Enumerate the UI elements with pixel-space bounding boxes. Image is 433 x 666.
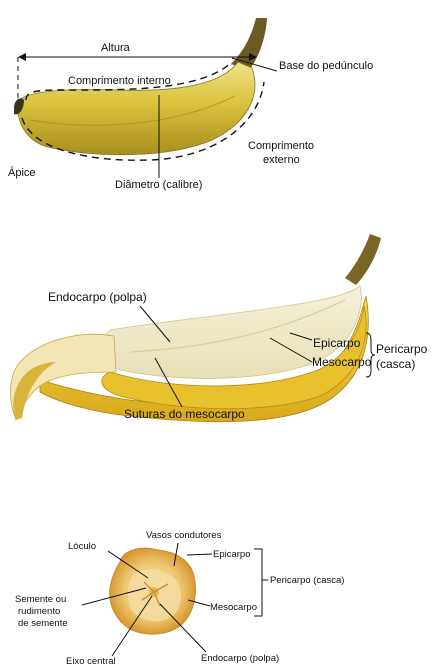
endocarpo-label: Endocarpo (polpa) [48,290,147,304]
banana-stem [231,18,267,70]
suturas-label: Suturas do mesocarpo [124,407,245,421]
comprimento-externo-label-line2: externo [263,154,300,166]
eixo-label: Eixo central [66,656,116,666]
diametro-label: Diâmetro (calibre) [115,179,202,191]
pericarpo-label-line2: (casca) [376,357,415,371]
peeled-banana-stem [345,234,381,285]
loculo-label: Lóculo [68,541,96,552]
mesocarpo-slice-label: Mesocarpo [210,602,257,613]
epicarpo-slice-pointer [187,554,212,555]
epicarpo-slice-label: Epicarpo [213,549,251,560]
panel-whole-banana: Altura Comprimento interno Base do pedún… [8,18,373,191]
semente-label-line3: de semente [18,618,68,629]
pericarpo-slice-label: Pericarpo (casca) [270,575,344,586]
mesocarpo-label: Mesocarpo [312,355,372,369]
epicarpo-label: Epicarpo [313,336,361,350]
semente-label-line2: rudimento [18,606,60,617]
comprimento-interno-label: Comprimento interno [68,75,171,87]
base-pedunculo-label: Base do pedúnculo [279,60,373,72]
vasos-label: Vasos condutores [146,530,222,541]
panel-cross-section: Vasos condutores Lóculo Epicarpo Mesocar… [15,530,344,666]
panel-peeled-banana: Endocarpo (polpa) Epicarpo Mesocarpo Per… [10,234,427,422]
endocarpo-slice-label: Endocarpo (polpa) [201,653,279,664]
semente-label-line1: Semente ou [15,594,66,605]
apice-label: Ápice [8,166,36,179]
pericarpo-label-line1: Pericarpo [376,342,428,356]
altura-label: Altura [101,42,131,54]
comprimento-externo-label-line1: Comprimento [248,140,314,152]
